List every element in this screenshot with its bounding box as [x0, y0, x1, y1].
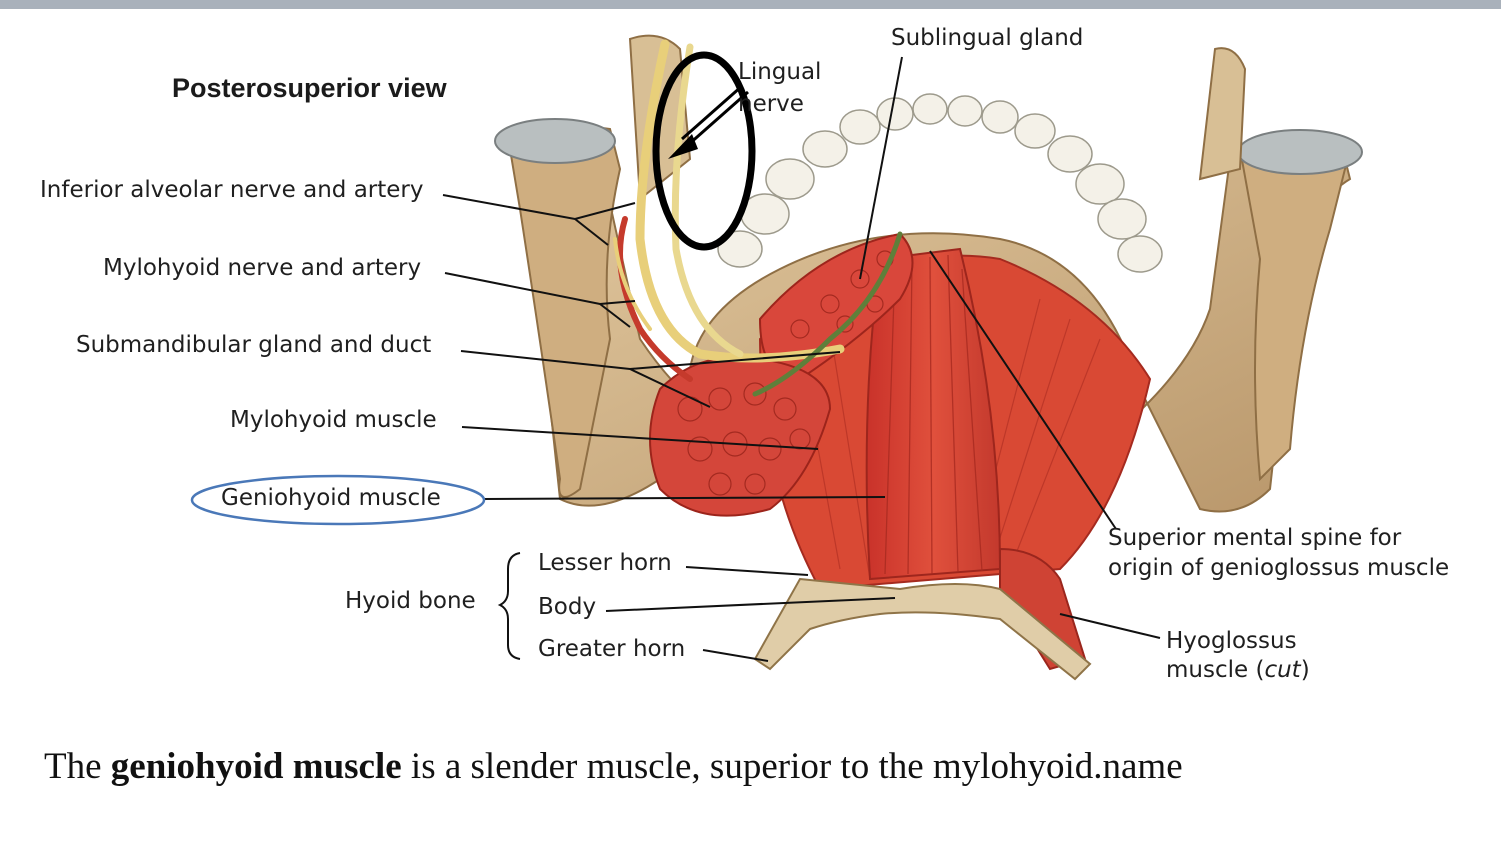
slide: Posterosuperior view Lingual nerve Subli…	[0, 9, 1501, 844]
hyoglossus-line2-pre: muscle (	[1166, 657, 1265, 683]
annotation-ellipse-lingual-nerve	[652, 51, 756, 251]
geniohyoid-muscle-shape	[865, 247, 1002, 581]
caption-bold-term: geniohyoid muscle	[110, 746, 402, 787]
hyoid-bone-shape	[753, 577, 1092, 681]
label-superior-mental-line1: Superior mental spine for	[1108, 525, 1402, 551]
label-superior-mental-line2: origin of genioglossus muscle	[1108, 555, 1450, 581]
caption-post: is a slender muscle, superior to the myl…	[401, 746, 1183, 787]
label-greater-horn: Greater horn	[538, 636, 686, 662]
label-lingual-nerve-line1: Lingual	[738, 59, 822, 85]
label-body: Body	[538, 594, 597, 620]
label-sublingual-gland: Sublingual gland	[891, 25, 1084, 51]
view-title: Posterosuperior view	[172, 73, 447, 103]
label-hyoid-bone: Hyoid bone	[345, 588, 476, 614]
label-submandibular: Submandibular gland and duct	[76, 332, 432, 358]
anatomy-illustration	[190, 34, 1363, 681]
hyoglossus-line2-italic: cut	[1264, 657, 1301, 683]
caption-pre: The	[44, 746, 111, 787]
label-lesser-horn: Lesser horn	[538, 550, 672, 576]
label-geniohyoid-muscle: Geniohyoid muscle	[221, 485, 441, 511]
label-inferior-alveolar: Inferior alveolar nerve and artery	[40, 177, 424, 203]
label-mylohyoid-muscle: Mylohyoid muscle	[230, 407, 437, 433]
top-bar	[0, 0, 1501, 9]
label-hyoglossus-line2: muscle (cut)	[1166, 659, 1310, 682]
teeth	[717, 93, 1163, 273]
label-hyoglossus-line1: Hyoglossus	[1166, 628, 1297, 654]
hyoid-brace	[497, 552, 521, 660]
hyoglossus-line2-post: )	[1300, 657, 1310, 683]
caption: The geniohyoid muscle is a slender muscl…	[44, 745, 1183, 788]
highlight-ellipse-geniohyoid	[190, 474, 486, 526]
leader-lines	[442, 56, 1161, 662]
submandibular-gland-shape	[649, 356, 832, 517]
label-mylohyoid-nerve: Mylohyoid nerve and artery	[103, 255, 422, 281]
label-lingual-nerve-line2: nerve	[738, 91, 804, 117]
